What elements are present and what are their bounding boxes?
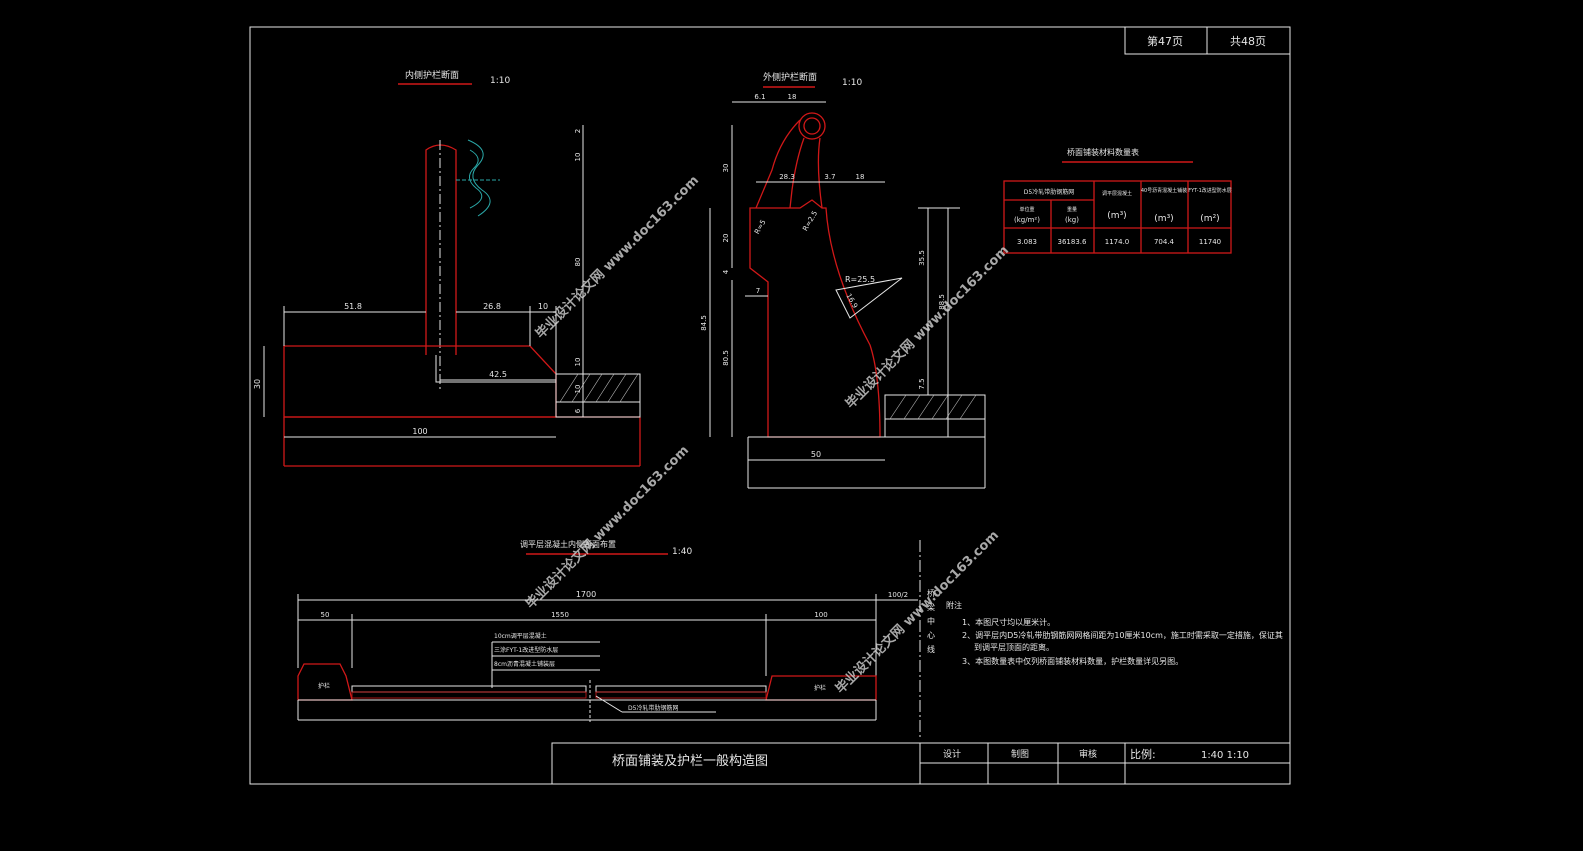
svg-text:100: 100 [814, 611, 827, 619]
svg-text:心: 心 [927, 631, 935, 640]
svg-text:1700: 1700 [576, 590, 596, 599]
svg-text:7: 7 [756, 287, 760, 295]
svg-text:桥: 桥 [927, 588, 935, 598]
note-3: 3、本图数量表中仅列桥面铺装材料数量，护栏数量详见另图。 [962, 656, 1183, 666]
svg-text:R=2.5: R=2.5 [801, 210, 819, 233]
designer-label: 设计 [943, 748, 961, 760]
outer-view-scale: 1:10 [842, 78, 862, 88]
svg-text:16.9: 16.9 [844, 292, 859, 310]
note-1: 1、本图尺寸均以厘米计。 [962, 617, 1055, 627]
svg-text:84.5: 84.5 [700, 315, 708, 331]
sheet-frame [249, 26, 1291, 785]
svg-text:18: 18 [856, 173, 865, 181]
dim-42-5: 42.5 [489, 370, 507, 379]
notes-title: 附注 [946, 600, 962, 610]
page-number: 第47页 [1147, 34, 1183, 48]
deck-view-title: 调平层混凝土内侧断面布置 [520, 539, 616, 549]
layer-1-label: 10cm调平层混凝土 [494, 632, 547, 640]
svg-text:6: 6 [574, 408, 582, 413]
svg-text:6.1: 6.1 [754, 93, 765, 101]
svg-text:30: 30 [722, 164, 730, 173]
rebar-label: D5冷轧带肋钢筋网 [628, 704, 678, 712]
dim-30-inner: 30 [253, 379, 262, 389]
svg-text:(m²): (m²) [1200, 214, 1219, 224]
svg-text:2: 2 [574, 129, 582, 133]
svg-text:88.5: 88.5 [938, 294, 946, 310]
svg-text:调平层混凝土: 调平层混凝土 [1102, 190, 1132, 197]
table-cell: 3.083 [1017, 238, 1037, 246]
svg-text:4: 4 [722, 269, 730, 274]
inner-guardrail-view: 内侧护栏断面 1:10 51.8 26.8 [253, 69, 641, 467]
watermarks: 毕业设计论文网 www.doc163.com 毕业设计论文网 www.doc16… [522, 172, 1012, 697]
dim-51-8: 51.8 [344, 302, 362, 311]
svg-text:(kg/m²): (kg/m²) [1014, 216, 1040, 224]
watermark: 毕业设计论文网 www.doc163.com [832, 527, 1002, 697]
quantity-table: 桥面铺装材料数量表 D5冷轧带肋钢筋网 单位重 (kg/m²) 重量 (kg) … [1003, 147, 1232, 254]
svg-text:18: 18 [788, 93, 797, 101]
dim-26-8: 26.8 [483, 302, 501, 311]
svg-text:D5冷轧带肋钢筋网: D5冷轧带肋钢筋网 [1024, 188, 1074, 196]
svg-text:50: 50 [811, 450, 821, 459]
svg-text:28.3: 28.3 [779, 173, 795, 181]
svg-text:100/2: 100/2 [888, 591, 908, 599]
table-cell: 11740 [1199, 238, 1221, 246]
svg-text:20: 20 [722, 234, 730, 243]
table-cell: 704.4 [1154, 238, 1175, 246]
svg-text:(m³): (m³) [1107, 211, 1126, 221]
deck-view-scale: 1:40 [672, 547, 692, 557]
right-rail-label: 护栏 [814, 684, 826, 692]
svg-text:10: 10 [574, 385, 582, 394]
svg-text:7.5: 7.5 [918, 378, 926, 389]
radius-25-5: R=25.5 [845, 275, 875, 284]
dim-100-inner: 100 [412, 427, 427, 436]
svg-text:单位重: 单位重 [1019, 206, 1034, 213]
scale-label: 比例: [1130, 747, 1156, 761]
svg-text:重量: 重量 [1067, 206, 1077, 213]
svg-text:线: 线 [927, 644, 935, 654]
deck-layout-view: 调平层混凝土内侧断面布置 1:40 1700 100/2 50 1550 100… [297, 539, 935, 740]
note-2b: 到调平层顶面的距离。 [974, 642, 1054, 652]
scale-value: 1:40 1:10 [1201, 750, 1249, 761]
inner-view-title: 内侧护栏断面 [405, 69, 459, 81]
layer-3-label: 8cm沥青混凝土铺装层 [494, 660, 555, 668]
svg-text:R=5: R=5 [753, 218, 768, 235]
svg-text:3.7: 3.7 [824, 173, 835, 181]
table-cell: 1174.0 [1105, 238, 1130, 246]
svg-text:梁: 梁 [927, 603, 935, 612]
table-cell: 36183.6 [1058, 238, 1087, 246]
outer-guardrail-view: 外侧护栏断面 1:10 R=25.5 16.9 R=5 R=2.5 6.1 18 [700, 71, 986, 489]
table-title: 桥面铺装材料数量表 [1067, 147, 1139, 157]
dim-10-inner: 10 [538, 302, 548, 311]
drawing-title: 桥面铺装及护栏一般构造图 [612, 753, 768, 769]
watermark: 毕业设计论文网 www.doc163.com [522, 442, 692, 612]
svg-text:中: 中 [927, 616, 935, 626]
left-rail-label: 护栏 [318, 682, 330, 690]
svg-text:35.5: 35.5 [918, 250, 926, 266]
svg-text:10: 10 [574, 358, 582, 367]
svg-text:(m³): (m³) [1154, 214, 1173, 224]
svg-text:FYT-1改进型防水层: FYT-1改进型防水层 [1188, 187, 1232, 194]
outer-view-title: 外侧护栏断面 [763, 71, 817, 83]
total-pages: 共48页 [1230, 35, 1266, 48]
drawer-label: 制图 [1011, 748, 1029, 760]
svg-text:10: 10 [574, 153, 582, 162]
svg-text:(kg): (kg) [1065, 216, 1079, 224]
watermark: 毕业设计论文网 www.doc163.com [532, 172, 702, 342]
svg-text:80.5: 80.5 [722, 350, 730, 366]
notes: 附注 1、本图尺寸均以厘米计。 2、调平层内D5冷轧带肋钢筋网网格间距为10厘米… [946, 600, 1283, 666]
reviewer-label: 审核 [1079, 748, 1097, 760]
svg-text:1550: 1550 [551, 611, 569, 619]
inner-view-scale: 1:10 [490, 76, 510, 86]
layer-2-label: 三涂FYT-1改进型防水层 [494, 646, 558, 654]
svg-text:40号沥青混凝土铺装: 40号沥青混凝土铺装 [1141, 187, 1187, 194]
svg-text:50: 50 [321, 611, 330, 619]
svg-text:80: 80 [574, 258, 582, 267]
watermark: 毕业设计论文网 www.doc163.com [842, 242, 1012, 412]
note-2a: 2、调平层内D5冷轧带肋钢筋网网格间距为10厘米10cm，施工时需采取一定措施，… [962, 630, 1283, 640]
